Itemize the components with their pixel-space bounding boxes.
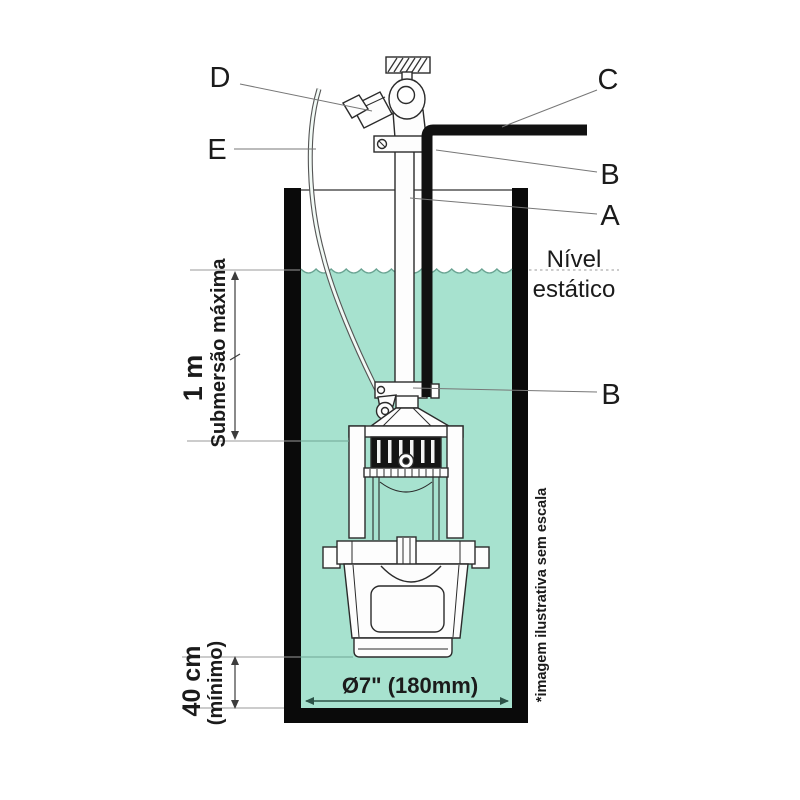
- well-diameter-label: Ø7" (180mm): [342, 673, 478, 698]
- leader-a: [409, 197, 598, 215]
- clearance-note-label: (mínimo): [205, 641, 227, 725]
- dim-mid-tick: [229, 353, 241, 361]
- submersion-value-label: 1 m: [178, 355, 208, 402]
- grate-ticks: [369, 469, 441, 477]
- submersion-label: Submersão máxima: [208, 258, 230, 448]
- discharge-column-pipe: [394, 149, 415, 393]
- well-left-wall: [284, 188, 301, 723]
- arrow-down2: [231, 700, 239, 709]
- pump-base: [353, 637, 453, 658]
- clearance-value-label: 40 cm: [178, 646, 206, 717]
- flange-bolt: [396, 536, 417, 567]
- callout-b-mid: B: [601, 379, 620, 411]
- chamber-walls: [372, 477, 440, 540]
- clamp-mid-tab: [430, 383, 440, 399]
- shackle-ring-hole: [396, 85, 416, 105]
- static-level-label-line2: estático: [533, 276, 616, 303]
- clamp-mid-screw: [376, 385, 386, 395]
- suspension-rope: [307, 88, 386, 404]
- grate-bar: [363, 467, 449, 478]
- pump-neck: [395, 395, 419, 409]
- callout-b-top: B: [600, 159, 619, 191]
- arrow-down: [231, 431, 239, 440]
- support-bar-hatching: [387, 57, 428, 73]
- discharge-pipe: [421, 124, 587, 397]
- body-arch: [380, 565, 442, 583]
- leader-c: [501, 89, 598, 128]
- callout-d: D: [210, 62, 231, 94]
- lifting-eyelet-hole: [380, 406, 390, 416]
- callout-e: E: [207, 134, 226, 166]
- nozzle-nut: [342, 94, 369, 119]
- callout-a: A: [600, 200, 620, 232]
- leader-b-top: [435, 149, 598, 173]
- arrow-left: [305, 697, 314, 705]
- arrow-up2: [231, 656, 239, 665]
- arrow-right: [500, 697, 509, 705]
- leader-b-mid: [412, 387, 598, 393]
- cage-right-post: [446, 425, 464, 539]
- support-assembly: [342, 56, 431, 153]
- static-level-label-line1: Nível: [547, 246, 602, 273]
- pump: [322, 381, 490, 658]
- well-right-wall: [512, 188, 528, 723]
- cage-valve-center: [402, 457, 410, 465]
- callout-c: C: [598, 64, 619, 96]
- cage-left-post: [348, 425, 366, 539]
- well-bottom: [284, 707, 528, 723]
- leader-d: [239, 83, 373, 112]
- cage-top-frame: [348, 425, 464, 438]
- dimension-lines: [182, 269, 619, 709]
- disclaimer-label: *imagem ilustrativa sem escala: [534, 487, 550, 702]
- cage-slats: [377, 440, 435, 463]
- leader-lines: [234, 83, 598, 393]
- body-panel: [370, 585, 445, 633]
- arrow-up: [231, 271, 239, 280]
